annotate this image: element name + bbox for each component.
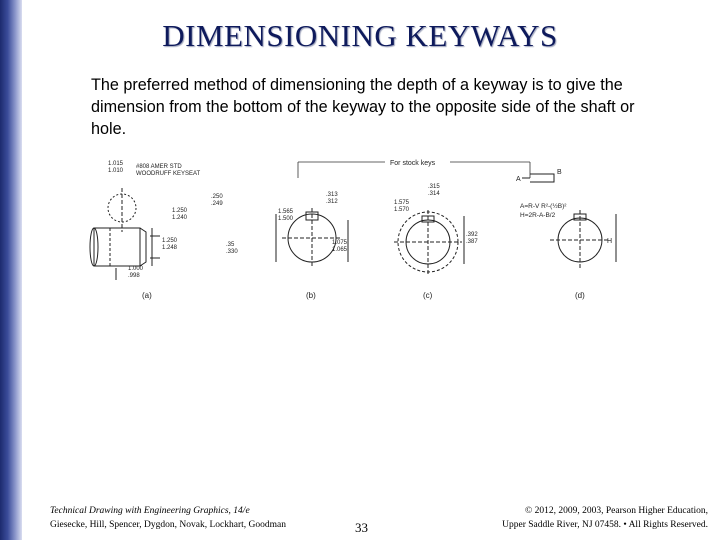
fig-d-label-h: H bbox=[607, 238, 612, 245]
fig-a-h1-bot: 1.248 bbox=[162, 245, 178, 251]
fig-a-d-top: 1.250 bbox=[172, 208, 188, 214]
fig-c-dia-top: 1.575 bbox=[394, 200, 410, 206]
fig-a-h2-top: .35 bbox=[226, 242, 235, 248]
stock-keys-label: For stock keys bbox=[390, 160, 436, 167]
footer-copyright-line-1: © 2012, 2009, 2003, Pearson Higher Educa… bbox=[525, 506, 708, 516]
decorative-sidebar bbox=[0, 0, 22, 540]
slide-title: DIMENSIONING KEYWAYS bbox=[162, 18, 558, 53]
fig-a-len-bot: .998 bbox=[128, 273, 140, 279]
footer-citation: Technical Drawing with Engineering Graph… bbox=[50, 504, 286, 532]
fig-b-w-top: .313 bbox=[326, 192, 338, 198]
fig-d-label-b: B bbox=[557, 169, 562, 176]
figure-a bbox=[89, 188, 160, 280]
fig-b-dia-bot: 1.500 bbox=[278, 216, 294, 222]
fig-b-w-bot: .312 bbox=[326, 199, 338, 205]
fig-a-woodruff-2: WOODRUFF KEYSEAT bbox=[136, 171, 201, 177]
fig-a-h1-top: 1.250 bbox=[162, 238, 178, 244]
fig-c-d-bot: .387 bbox=[466, 239, 478, 245]
figure-d bbox=[522, 173, 617, 270]
fig-a-caption: (a) bbox=[142, 291, 152, 300]
fig-d-eq1: A=R-V R²-(½B)² bbox=[520, 202, 567, 210]
fig-c-d-top: .392 bbox=[466, 232, 478, 238]
fig-a-dia-bot: 1.010 bbox=[108, 168, 124, 174]
fig-b-d-top: 1.075 bbox=[332, 240, 348, 246]
fig-a-h2-bot: .330 bbox=[226, 249, 238, 255]
fig-a-len-top: 1.000 bbox=[128, 266, 144, 272]
fig-a-w-top: .250 bbox=[211, 194, 223, 200]
fig-a-d-bot: 1.240 bbox=[172, 215, 188, 221]
fig-a-dia-top: 1.015 bbox=[108, 161, 124, 167]
fig-a-woodruff-1: #808 AMER STD bbox=[136, 164, 182, 170]
footer-authors: Giesecke, Hill, Spencer, Dygdon, Novak, … bbox=[50, 520, 287, 530]
fig-b-d-bot: 1.065 bbox=[332, 247, 348, 253]
fig-b-dia-top: 1.565 bbox=[278, 209, 294, 215]
slide-body-text: The preferred method of dimensioning the… bbox=[91, 76, 635, 138]
page-number: 33 bbox=[355, 520, 368, 535]
fig-c-w-bot: .314 bbox=[428, 191, 440, 197]
keyway-dimension-figure: For stock keys 1.015 1.010 #808 AMER STD… bbox=[89, 160, 617, 300]
figure-b bbox=[275, 208, 349, 268]
figure-c bbox=[394, 210, 465, 274]
footer-book-title: Technical Drawing with Engineering Graph… bbox=[50, 506, 250, 516]
fig-d-label-a: A bbox=[516, 176, 521, 183]
fig-c-dia-bot: 1.570 bbox=[394, 207, 410, 213]
footer-copyright: © 2012, 2009, 2003, Pearson Higher Educa… bbox=[502, 504, 708, 532]
fig-a-w-bot: .249 bbox=[211, 201, 223, 207]
stock-keys-bracket bbox=[297, 161, 531, 178]
fig-b-caption: (b) bbox=[306, 291, 316, 300]
fig-d-eq2: H=2R-A-B/2 bbox=[520, 212, 556, 219]
fig-d-caption: (d) bbox=[575, 291, 585, 300]
footer-copyright-line-2: Upper Saddle River, NJ 07458. • All Righ… bbox=[502, 520, 708, 530]
fig-c-w-top: .315 bbox=[428, 184, 440, 190]
fig-c-caption: (c) bbox=[423, 291, 433, 300]
